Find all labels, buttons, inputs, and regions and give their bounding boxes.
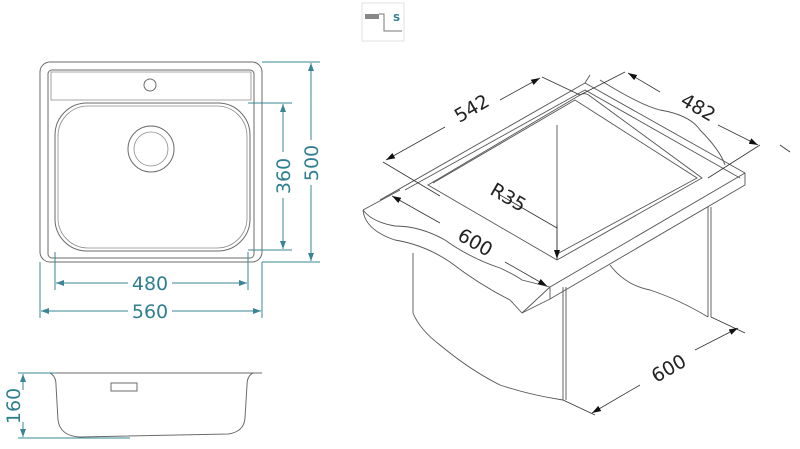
side-view: 160 <box>3 372 262 439</box>
corner-radius-dimension: R35 <box>486 179 529 217</box>
drain <box>127 125 175 173</box>
tap-hole <box>143 78 157 92</box>
worktop-depth-dimension: 600 <box>454 224 496 261</box>
mounting-type-icon: S <box>361 2 405 42</box>
bowl-depth-dimension: 360 <box>273 158 295 194</box>
bowl-width-dimension: 480 <box>132 273 168 295</box>
rim-depth-dimension: 482 <box>677 89 719 126</box>
overall-width-dimension: 560 <box>132 301 168 323</box>
cabinet-width-dimension: 600 <box>648 350 690 387</box>
top-view <box>39 61 263 263</box>
sink-height-dimension: 160 <box>3 388 25 424</box>
top-view-dimensions: 480 560 360 500 <box>39 61 323 323</box>
isometric-view: 542 482 600 R35 600 <box>362 71 791 416</box>
overall-depth-dimension: 500 <box>301 145 323 181</box>
rim-length-dimension: 542 <box>451 90 493 127</box>
mounting-type-label: S <box>393 13 400 24</box>
